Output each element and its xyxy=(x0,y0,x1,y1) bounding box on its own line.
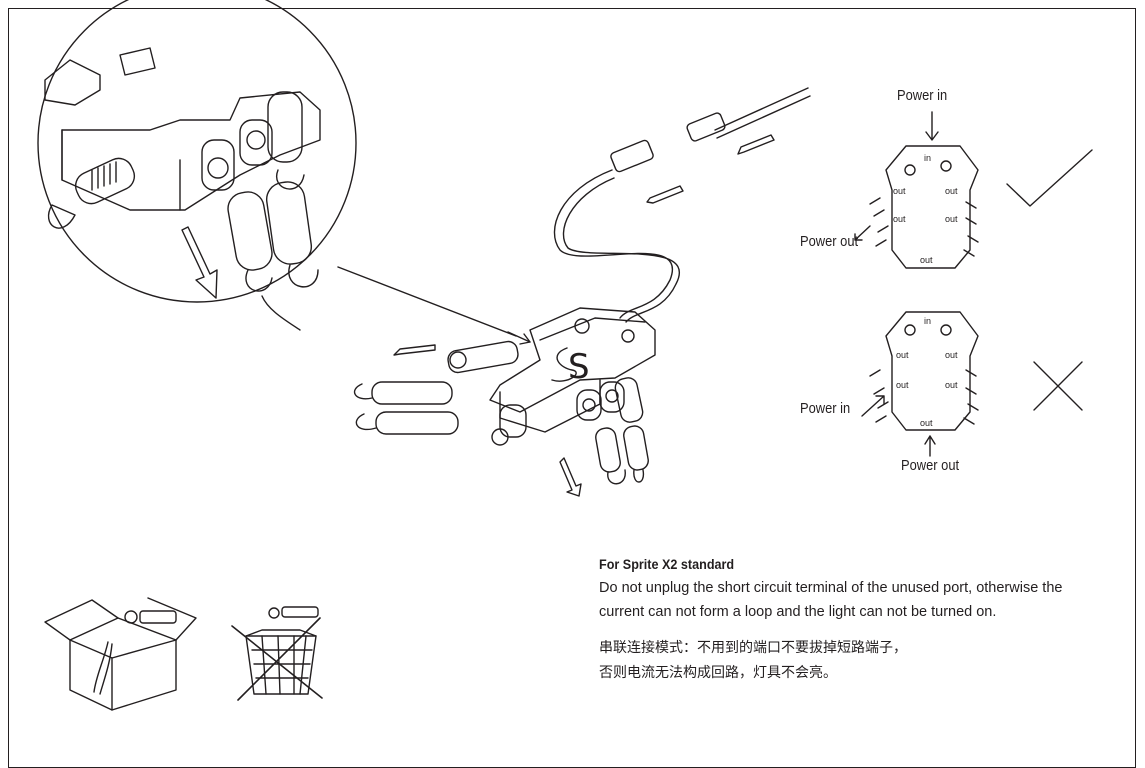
notes-block: For Sprite X2 standard Do not unplug the… xyxy=(599,556,1111,686)
top-power-in-label: Power in xyxy=(897,87,948,104)
notes-title: For Sprite X2 standard xyxy=(599,556,735,572)
zoom-connector-left xyxy=(47,157,136,229)
notes-chinese-line-1: 串联连接模式：不用到的端口不要拔掉短路端子， xyxy=(599,640,907,656)
bottom-port-out-label: out xyxy=(896,350,909,360)
bottom-port-out-label: out xyxy=(945,380,958,390)
notes-chinese-line-2: 否则电流无法构成回路，灯具不会亮。 xyxy=(599,665,837,681)
zoom-remove-arrow xyxy=(181,226,218,299)
hub-device xyxy=(353,307,656,497)
notes-body-chinese: 串联连接模式：不用到的端口不要拔掉短路端子， 否则电流无法构成回路，灯具不会亮。 xyxy=(599,636,1111,686)
schematic-correct xyxy=(854,111,1093,269)
top-port-out-label: out xyxy=(945,214,958,224)
power-cable xyxy=(553,87,811,323)
bottom-port-out-label: out xyxy=(896,380,909,390)
top-port-out-label: out xyxy=(893,214,906,224)
zoom-detail-circle xyxy=(37,0,517,337)
notes-body-english: Do not unplug the short circuit terminal… xyxy=(599,580,1063,620)
bottom-power-out-label: Power out xyxy=(901,457,960,474)
bottom-port-out-label: out xyxy=(945,350,958,360)
zoom-connector-plugged xyxy=(201,91,305,191)
top-port-in-label: in xyxy=(924,153,932,163)
hub-logo-s-icon: S xyxy=(568,347,590,387)
top-port-out-label: out xyxy=(920,255,933,265)
zoom-connector-removed xyxy=(227,181,319,331)
bottom-port-in-label: in xyxy=(924,316,932,326)
schematic-incorrect xyxy=(861,311,1083,457)
top-port-out-label: out xyxy=(945,186,958,196)
top-power-out-label: Power out xyxy=(800,233,859,250)
top-port-out-label: out xyxy=(893,186,906,196)
no-discard-trash-icon xyxy=(231,606,323,701)
bottom-port-out-label: out xyxy=(920,418,933,428)
box-with-terminal-icon xyxy=(44,597,197,711)
bottom-power-in-label: Power in xyxy=(800,400,851,417)
